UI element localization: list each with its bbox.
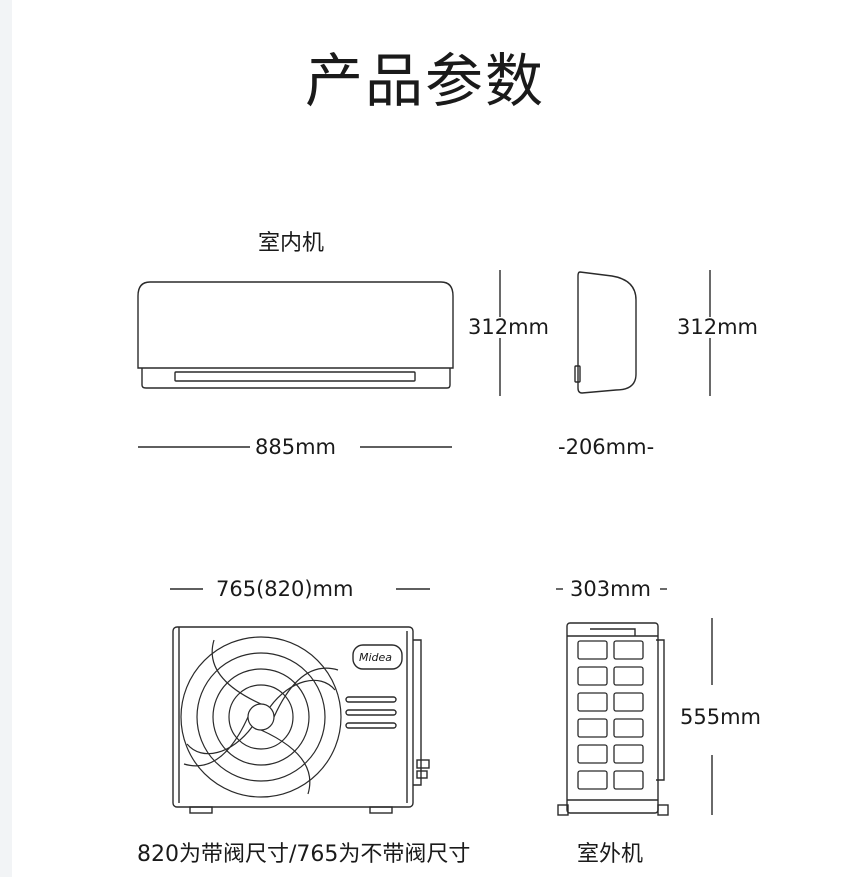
vent-slot-1 [345,696,397,703]
indoor-unit-label: 室内机 [258,231,325,256]
outdoor-unit-front [172,626,430,814]
page-title: 产品参数 [304,47,545,115]
outdoor-height-text: 555mm [680,705,761,729]
outdoor-depth-text: 303mm [570,577,651,601]
page-edge [0,0,12,877]
side-grille [577,640,644,790]
indoor-width-text: 885mm [255,435,336,459]
indoor-unit-side [574,271,637,394]
indoor-depth-text: -206mm- [558,435,655,459]
brand-logo-text: Midea [359,651,393,664]
fan-grille-icon [180,636,342,798]
vent-slot-2 [345,709,397,716]
indoor-unit-front [137,281,454,389]
vent-slot-3 [345,722,397,729]
brand-badge [352,644,403,670]
indoor-front-height-text: 312mm [468,315,549,339]
outdoor-unit-label: 室外机 [577,842,644,867]
valve-note: 820为带阀尺寸/765为不带阀尺寸 [137,842,471,867]
outdoor-width-text: 765(820)mm [216,577,354,601]
outdoor-unit-side [557,622,669,816]
indoor-side-height-text: 312mm [677,315,758,339]
